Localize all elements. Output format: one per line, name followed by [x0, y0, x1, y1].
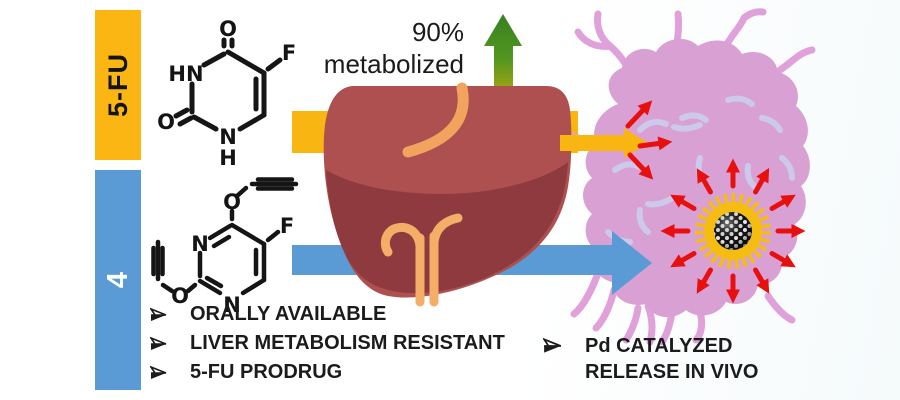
cell-tentacles — [564, 8, 816, 346]
atom-n-bottom: N — [219, 125, 237, 149]
release-line2: RELEASE IN VIVO — [585, 361, 759, 383]
atom-h-bottom: H — [219, 146, 237, 170]
release-line1: Pd CATALYZED — [585, 335, 733, 357]
fluorouracil-structure: HN O O N H F — [157, 17, 296, 170]
banner-5fu: 5-FU — [95, 10, 141, 160]
prodrug-delivery-arrow-tip — [560, 128, 648, 158]
pd-sphere-shading — [714, 212, 752, 250]
liver-illustration — [323, 82, 572, 307]
arrowhead-bullet-icon — [150, 336, 167, 350]
metabolized-label: 90% metabolized — [280, 16, 464, 80]
atom-f: F — [282, 41, 296, 65]
metabolized-word: metabolized — [323, 49, 464, 79]
gold-starburst — [695, 193, 771, 269]
liver-marking-arc — [402, 82, 469, 158]
arrowhead-bullet-icon — [543, 337, 562, 353]
arrowhead-bullet-icon — [150, 365, 167, 379]
benefit-item-prodrug: 5-FU PRODRUG — [150, 358, 505, 387]
atom-o-top: O — [219, 17, 237, 41]
metabolized-percent: 90% — [411, 17, 464, 47]
atom-f: F — [280, 214, 294, 238]
atom-o-top: O — [223, 190, 241, 214]
benefits-list: ORALLY AVAILABLE LIVER METABOLISM RESIST… — [150, 300, 505, 387]
atom-n-bottom: N — [223, 293, 241, 317]
arrowhead-bullet-icon — [150, 307, 167, 321]
atom-n-left: N — [191, 232, 209, 256]
benefit-label: 5-FU PRODRUG — [190, 361, 343, 383]
pd-nanoparticle — [695, 193, 771, 269]
portal-vessels — [380, 213, 463, 307]
tumor-cell — [564, 8, 816, 346]
atom-hn: HN — [168, 62, 203, 86]
benefit-item-liver-resistant: LIVER METABOLISM RESISTANT — [150, 329, 505, 358]
banner-compound4: 4 — [95, 170, 141, 390]
benefit-label: LIVER METABOLISM RESISTANT — [190, 332, 505, 354]
liver-lower-lobe — [326, 162, 568, 294]
pd-release-note: Pd CATALYZED RELEASE IN VIVO — [543, 333, 758, 385]
atom-o-left: O — [157, 110, 175, 134]
compound4-structure: N N O O F — [151, 177, 299, 317]
atom-o-bottom: O — [171, 284, 189, 308]
drug-release-arrows — [625, 100, 806, 304]
benefit-item-orally-available: ORALLY AVAILABLE — [150, 300, 505, 329]
benefit-label: ORALLY AVAILABLE — [190, 303, 387, 325]
